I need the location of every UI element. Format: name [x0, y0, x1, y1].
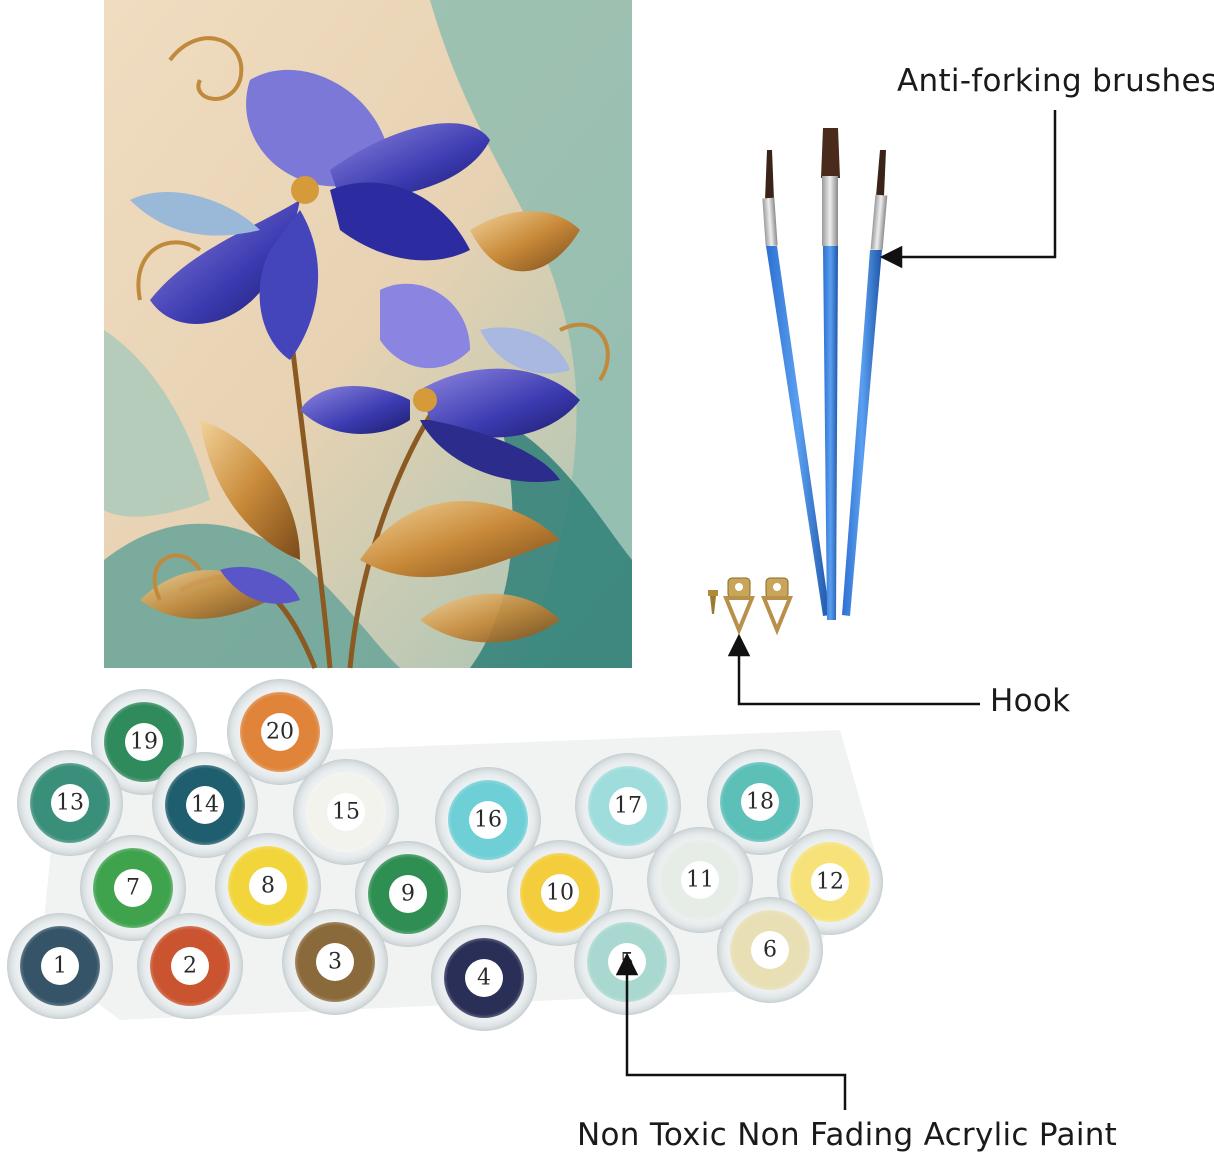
paint-cup-17: 17 — [575, 753, 681, 859]
paint-cup-label-sticker — [261, 713, 299, 751]
paint-cup-label-sticker — [609, 787, 647, 825]
paint-cup-label-sticker — [186, 786, 224, 824]
paint-cup-number: 8 — [261, 874, 275, 899]
paint-cup-label-sticker — [327, 793, 365, 831]
hook-callout-line — [727, 633, 980, 706]
paint-cup-7: 7 — [80, 835, 186, 941]
paint-cup-number: 7 — [126, 876, 140, 901]
paint-cup-6: 6 — [717, 897, 823, 1003]
paint-cup-number: 18 — [746, 790, 774, 815]
paint-cup-13: 13 — [17, 750, 123, 856]
paint-cup-label-sticker — [249, 867, 287, 905]
screw-icon — [708, 590, 718, 614]
paint-cup-number: 15 — [332, 800, 360, 825]
hook-callout-label: Hook — [990, 683, 1071, 719]
paint-cup-14: 14 — [152, 752, 258, 858]
paint-cup-label-sticker — [465, 959, 503, 997]
paint-cup-8: 8 — [215, 833, 321, 939]
paint-cup-label-sticker — [114, 869, 152, 907]
paint-cup-label-sticker — [741, 783, 779, 821]
paint-cup-3: 3 — [282, 909, 388, 1015]
paint-cup-1: 1 — [7, 913, 113, 1019]
hook-left — [723, 577, 755, 636]
paint-cup-number: 2 — [183, 954, 197, 979]
paint-cup-number: 9 — [401, 882, 415, 907]
paint-cup-label-sticker — [316, 943, 354, 981]
paint-cup-number: 11 — [686, 868, 714, 893]
paint-cup-number: 10 — [546, 881, 574, 906]
paint-cup-number: 19 — [130, 730, 158, 755]
paint-cup-label-sticker — [389, 875, 427, 913]
paint-cup-label-sticker — [171, 947, 209, 985]
brush-right — [842, 150, 888, 616]
lower-iris-flower — [300, 283, 580, 482]
brushes-callout-label: Anti-forking brushes — [897, 63, 1214, 99]
paint-cup-label-sticker — [125, 723, 163, 761]
paint-cup-label-sticker — [681, 861, 719, 899]
paint-cup-label-sticker — [51, 784, 89, 822]
paint-cup-number: 4 — [477, 966, 491, 991]
paint-cup-11: 11 — [647, 827, 753, 933]
paint-cup-9: 9 — [355, 841, 461, 947]
paint-cup-number: 13 — [56, 791, 84, 816]
paint-cup-number: 1 — [53, 954, 67, 979]
paint-cup-number: 14 — [191, 793, 219, 818]
brush-left — [762, 150, 830, 616]
paint-cup-16: 16 — [435, 767, 541, 873]
brush-set — [762, 128, 888, 620]
paint-cup-10: 10 — [507, 840, 613, 946]
paint-cup-number: 6 — [763, 938, 777, 963]
brush-middle — [821, 128, 840, 620]
paint-cup-4: 4 — [431, 925, 537, 1031]
paint-cup-label-sticker — [811, 863, 849, 901]
paint-callout-label: Non Toxic Non Fading Acrylic Paint — [577, 1117, 1118, 1153]
paint-cup-number: 17 — [614, 794, 642, 819]
paint-cup-number: 16 — [474, 808, 502, 833]
paint-callout-line — [615, 952, 847, 1110]
paint-cup-number: 20 — [266, 720, 294, 745]
upper-iris-flower — [130, 69, 490, 360]
paint-cup-12: 12 — [777, 829, 883, 935]
paint-cup-number: 12 — [816, 870, 844, 895]
paint-cup-number: 3 — [328, 950, 342, 975]
paint-cup-2: 2 — [137, 913, 243, 1019]
paint-cup-18: 18 — [707, 749, 813, 855]
paint-cup-label-sticker — [469, 801, 507, 839]
painting-artwork — [104, 0, 632, 669]
brushes-callout-line — [879, 110, 1057, 269]
paint-cup-label-sticker — [41, 947, 79, 985]
paint-cup-label-sticker — [751, 931, 789, 969]
paint-cup-label-sticker — [541, 874, 579, 912]
callout-lines — [615, 110, 1057, 1110]
paint-cup-20: 20 — [227, 679, 333, 785]
paint-cup-15: 15 — [293, 759, 399, 865]
hook-right — [761, 577, 793, 636]
hook-set — [708, 577, 793, 636]
